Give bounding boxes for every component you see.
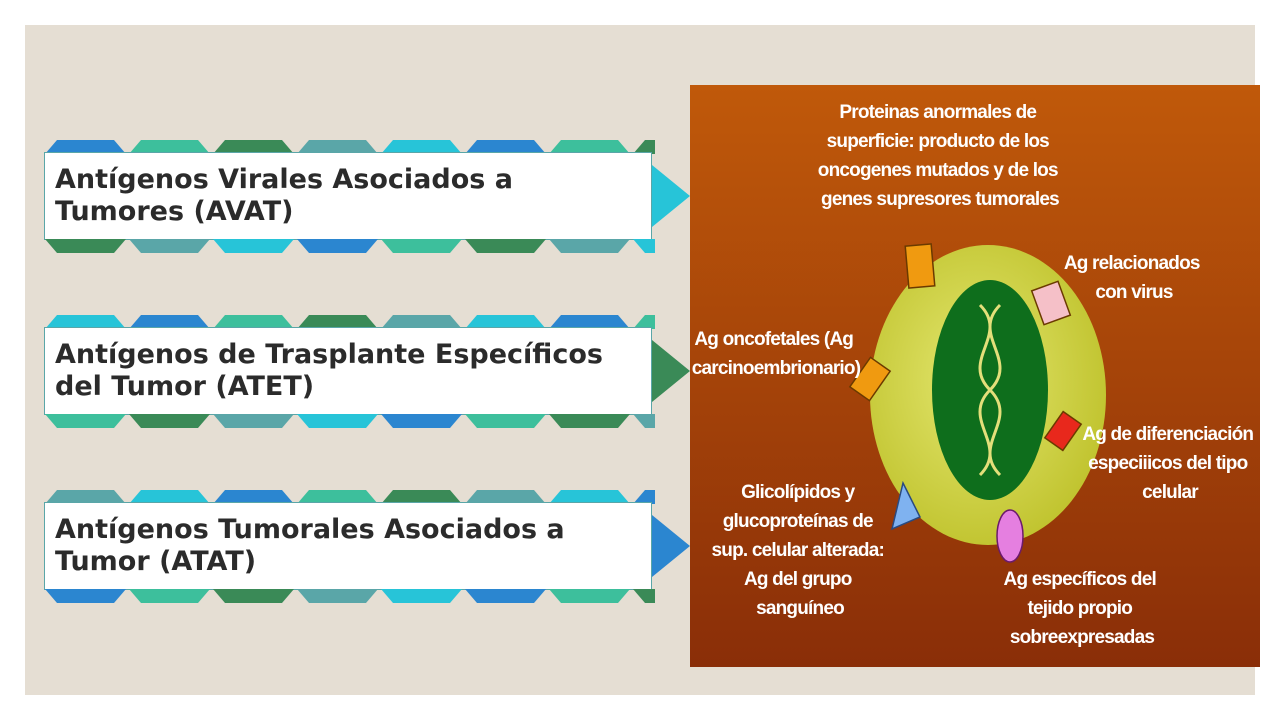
chevron-band-top bbox=[45, 140, 655, 154]
chevron-segment bbox=[213, 414, 294, 428]
chevron-segment bbox=[297, 490, 378, 504]
chevron-segment bbox=[297, 589, 378, 603]
chevron-band-bottom bbox=[45, 239, 655, 253]
chevron-segment bbox=[381, 239, 462, 253]
chevron-segment bbox=[549, 490, 630, 504]
chevron-segment bbox=[129, 315, 210, 329]
chevron-segment bbox=[45, 414, 126, 428]
chevron-segment bbox=[549, 239, 630, 253]
label-abnormal-proteins: Proteinas anormales de superficie: produ… bbox=[818, 102, 1062, 210]
pink-square-antigen-icon bbox=[1030, 280, 1072, 326]
chevron-segment bbox=[129, 589, 210, 603]
label-atat-text: Antígenos Tumorales Asociados a Tumor (A… bbox=[55, 514, 565, 577]
chevron-segment bbox=[465, 589, 546, 603]
chevron-segment bbox=[129, 490, 210, 504]
chevron-segment bbox=[213, 589, 294, 603]
chevron-band-top bbox=[45, 490, 655, 504]
chevron-segment bbox=[549, 589, 630, 603]
chevron-segment bbox=[45, 239, 126, 253]
diamond-antigen-icon bbox=[848, 356, 892, 402]
dna-helix-icon bbox=[978, 303, 1002, 477]
chevron-segment bbox=[297, 140, 378, 154]
label-virus-antigens: Ag relacionados con virus bbox=[1064, 253, 1204, 303]
chevron-segment bbox=[45, 589, 126, 603]
chevron-segment bbox=[465, 239, 546, 253]
chevron-segment bbox=[633, 140, 655, 154]
chevron-segment bbox=[549, 414, 630, 428]
chevron-segment bbox=[465, 490, 546, 504]
chevron-segment bbox=[213, 315, 294, 329]
label-atet-text: Antígenos de Trasplante Específicos del … bbox=[55, 339, 603, 402]
chevron-segment bbox=[381, 140, 462, 154]
chevron-segment bbox=[213, 490, 294, 504]
chevron-segment bbox=[465, 414, 546, 428]
chevron-segment bbox=[297, 239, 378, 253]
chevron-segment bbox=[129, 414, 210, 428]
chevron-segment bbox=[381, 490, 462, 504]
chevron-segment bbox=[129, 140, 210, 154]
chevron-segment bbox=[633, 490, 655, 504]
chevron-segment bbox=[297, 315, 378, 329]
chevron-segment bbox=[45, 490, 126, 504]
oval-antigen-icon bbox=[996, 509, 1024, 563]
chevron-segment bbox=[549, 140, 630, 154]
chevron-segment bbox=[549, 315, 630, 329]
chevron-segment bbox=[381, 315, 462, 329]
chevron-segment bbox=[129, 239, 210, 253]
label-avat-text: Antígenos Virales Asociados a Tumores (A… bbox=[55, 164, 513, 227]
chevron-segment bbox=[633, 239, 655, 253]
label-avat: Antígenos Virales Asociados a Tumores (A… bbox=[44, 152, 652, 240]
chevron-segment bbox=[465, 140, 546, 154]
chevron-band-bottom bbox=[45, 414, 655, 428]
arrow-right-icon bbox=[652, 515, 690, 577]
chevron-segment bbox=[297, 414, 378, 428]
arrow-right-icon bbox=[652, 340, 690, 402]
label-tissue-antigens: Ag específicos del tejido propio sobreex… bbox=[1004, 569, 1161, 648]
label-glycolipids: Glicolípidos y glucoproteínas de sup. ce… bbox=[712, 482, 889, 619]
chevron-segment bbox=[633, 315, 655, 329]
chevron-segment bbox=[45, 315, 126, 329]
chevron-segment bbox=[381, 589, 462, 603]
label-differentiation-antigens: Ag de diferenciación especiiicos del tip… bbox=[1082, 424, 1257, 503]
arrow-right-icon bbox=[652, 165, 690, 227]
chevron-segment bbox=[45, 140, 126, 154]
label-oncofetal-antigens: Ag oncofetales (Ag carcinoembrionario) bbox=[692, 329, 861, 379]
tumor-cell-figure: Proteinas anormales de superficie: produ… bbox=[690, 85, 1260, 667]
chevron-band-top bbox=[45, 315, 655, 329]
label-atet: Antígenos de Trasplante Específicos del … bbox=[44, 327, 652, 415]
chevron-segment bbox=[465, 315, 546, 329]
red-diamond-antigen-icon bbox=[1043, 410, 1083, 452]
chevron-segment bbox=[213, 140, 294, 154]
chevron-segment bbox=[633, 589, 655, 603]
chevron-band-bottom bbox=[45, 589, 655, 603]
chevron-segment bbox=[213, 239, 294, 253]
chevron-segment bbox=[381, 414, 462, 428]
chevron-segment bbox=[633, 414, 655, 428]
label-atat: Antígenos Tumorales Asociados a Tumor (A… bbox=[44, 502, 652, 590]
square-antigen-icon bbox=[904, 243, 936, 289]
triangle-antigen-icon bbox=[890, 480, 922, 531]
